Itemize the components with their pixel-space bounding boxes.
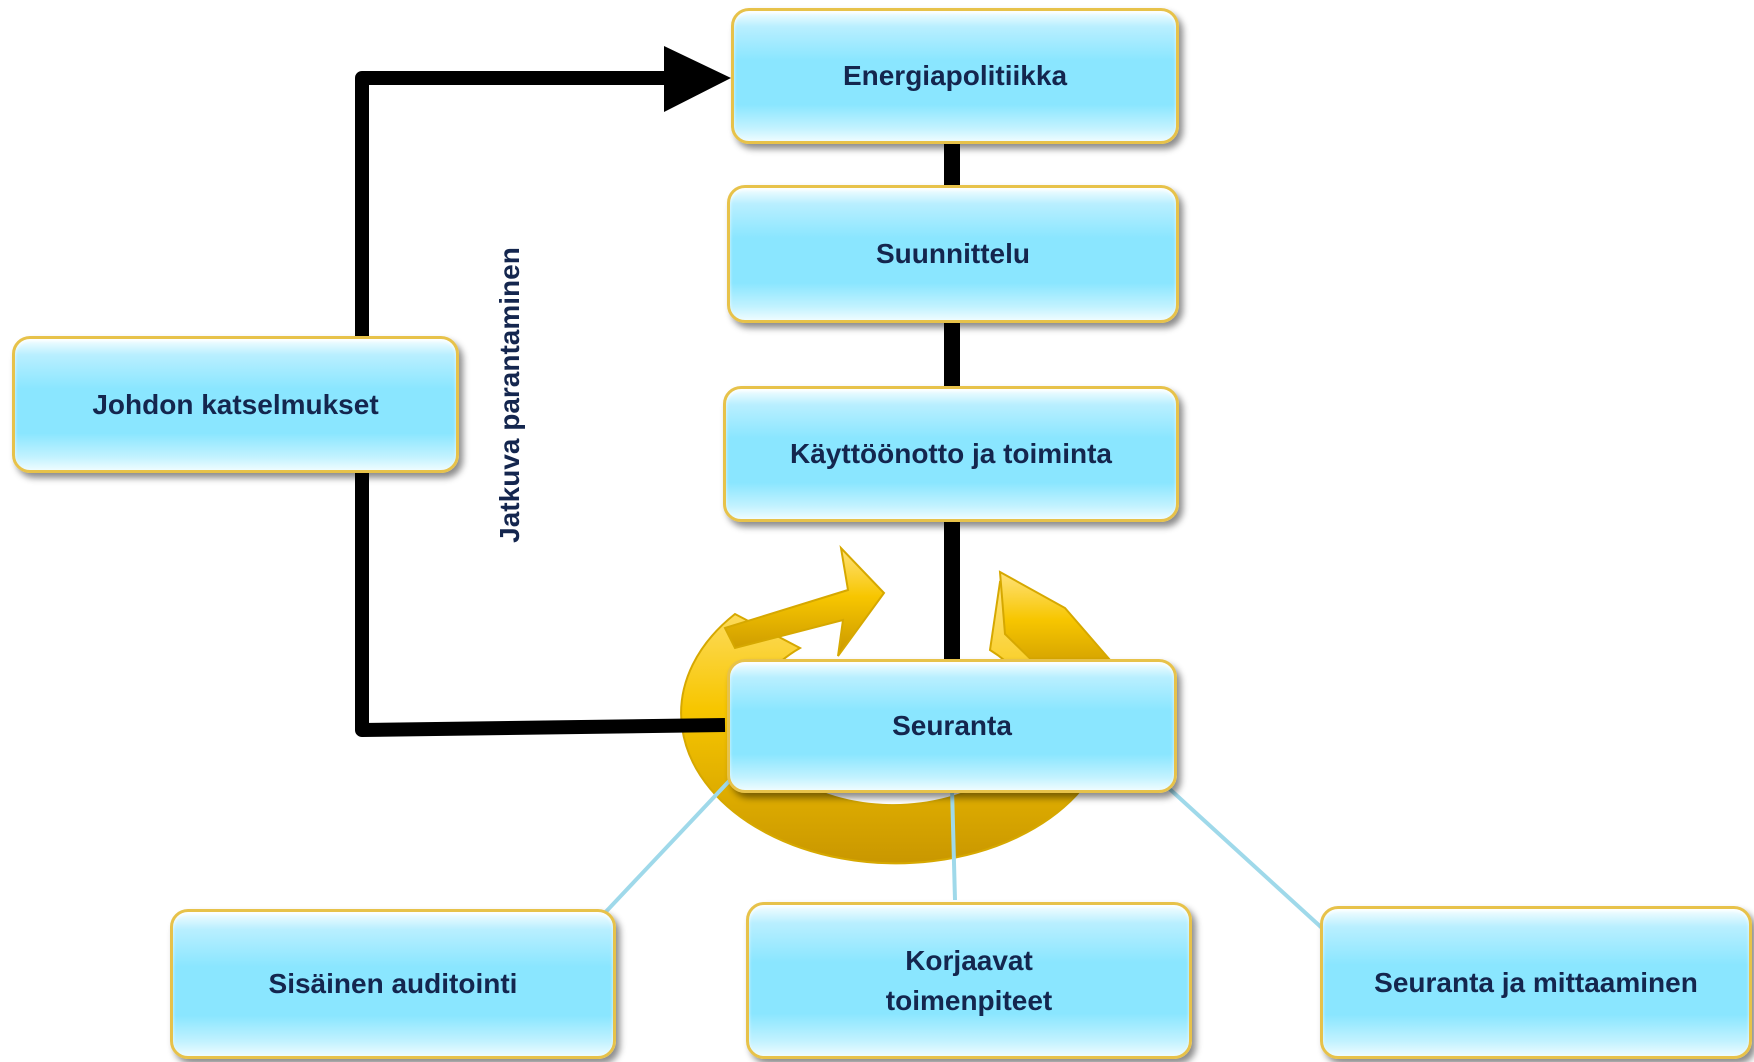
feedback-arrowhead xyxy=(664,46,731,112)
branch-line-center xyxy=(950,787,957,901)
box-seuranta: Seuranta xyxy=(727,659,1177,793)
box-johdon-katselmukset: Johdon katselmukset xyxy=(12,336,459,473)
box-seuranta-ja-mittaaminen: Seuranta ja mittaaminen xyxy=(1320,906,1752,1059)
box-kayttoonotto-ja-toiminta: Käyttöönotto ja toiminta xyxy=(723,386,1179,522)
cycle-arrow-head xyxy=(723,544,886,657)
box-suunnittelu: Suunnittelu xyxy=(727,185,1179,323)
loop-label-jatkuva-parantaminen: Jatkuva parantaminen xyxy=(494,247,525,543)
branch-line-left xyxy=(598,776,734,920)
box-korjaavat-toimenpiteet: Korjaavat toimenpiteet xyxy=(746,902,1192,1059)
box-energiapolitiikka: Energiapolitiikka xyxy=(731,8,1179,144)
branch-line-right xyxy=(1160,780,1324,930)
box-sisainen-auditointi: Sisäinen auditointi xyxy=(170,909,616,1059)
